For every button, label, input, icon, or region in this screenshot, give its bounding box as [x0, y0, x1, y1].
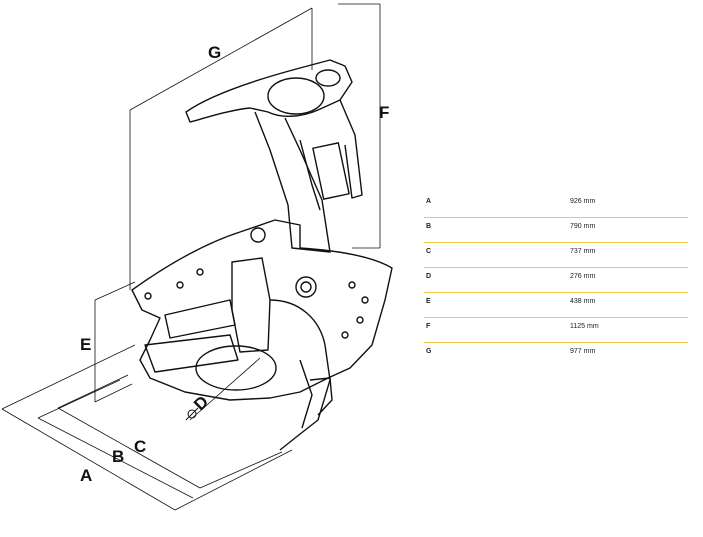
dimension-lines — [1, 3, 381, 511]
spec-value: 790 mm — [570, 223, 596, 230]
spec-row: F 1125 mm — [424, 318, 688, 343]
grapple-body — [131, 59, 393, 451]
spec-row: E 438 mm — [424, 293, 688, 318]
dimension-label-g: G — [208, 43, 221, 62]
spec-row: A 926 mm — [424, 193, 688, 218]
diameter-icon — [185, 407, 199, 421]
spec-value: 737 mm — [570, 248, 596, 255]
spec-value: 977 mm — [570, 348, 596, 355]
dimension-label-f: F — [379, 103, 389, 122]
spec-key: G — [426, 348, 432, 355]
spec-key: B — [426, 223, 432, 230]
spec-row: D 276 mm — [424, 268, 688, 293]
dimension-spec-table: A 926 mm B 790 mm C 737 mm D 276 mm E 43… — [424, 193, 688, 367]
spec-value: 438 mm — [570, 298, 596, 305]
spec-key: C — [426, 248, 432, 255]
dimension-label-e: E — [80, 335, 91, 354]
dimension-label-c: C — [134, 437, 146, 456]
spec-row: C 737 mm — [424, 243, 688, 268]
spec-key: A — [426, 198, 432, 205]
spec-row: G 977 mm — [424, 343, 688, 367]
grapple-technical-drawing: G F E D C B A — [1, 3, 393, 511]
dimension-label-a: A — [80, 466, 92, 485]
spec-key: E — [426, 298, 431, 305]
spec-key: D — [426, 273, 432, 280]
dimension-label-b: B — [112, 447, 124, 466]
spec-value: 1125 mm — [570, 323, 599, 330]
spec-value: 276 mm — [570, 273, 596, 280]
spec-row: B 790 mm — [424, 218, 688, 243]
dimension-label-d: D — [190, 392, 212, 414]
spec-value: 926 mm — [570, 198, 596, 205]
spec-key: F — [426, 323, 431, 330]
